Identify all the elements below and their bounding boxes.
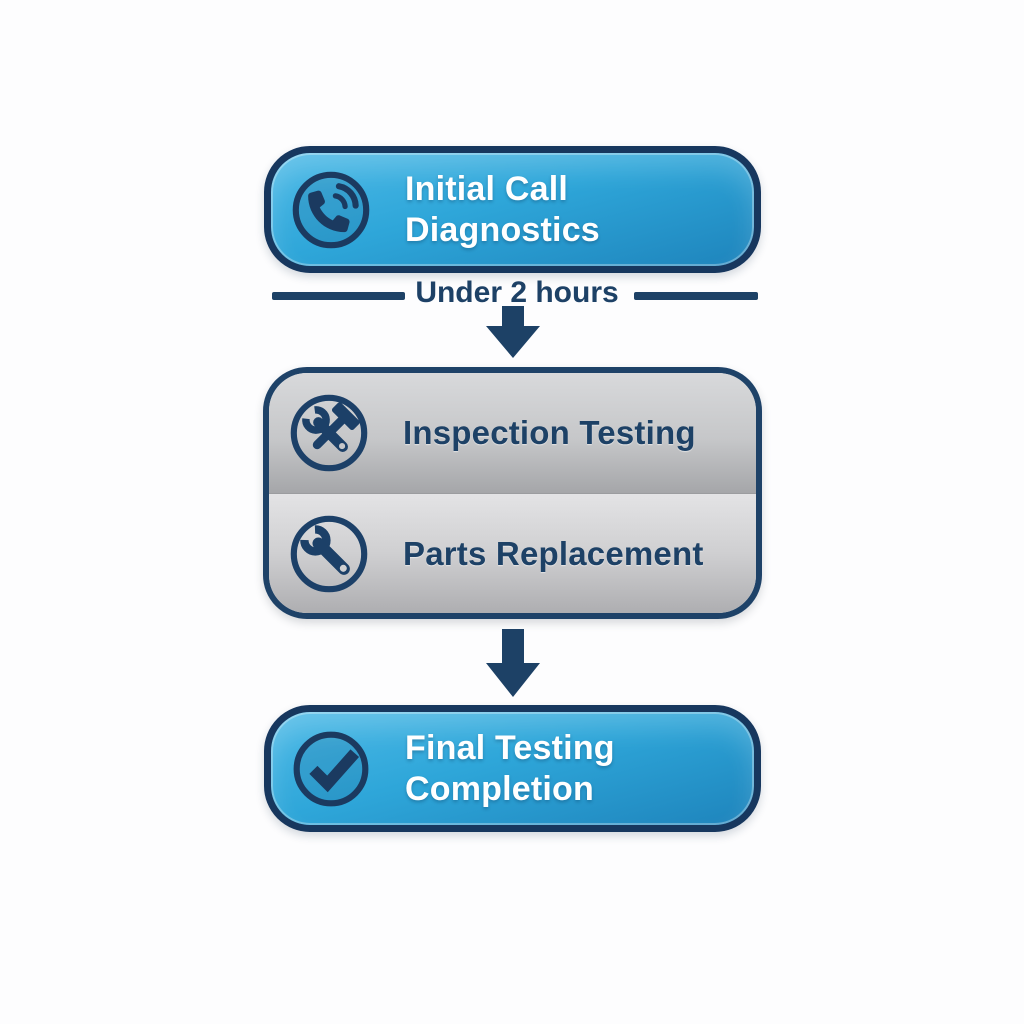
check-icon bbox=[293, 731, 369, 806]
step-inspection-testing: Inspection Testing bbox=[269, 373, 756, 493]
step-parts-replacement: Parts Replacement bbox=[269, 493, 756, 613]
step-label-line2: Diagnostics bbox=[405, 210, 600, 249]
step-label-line2: Completion bbox=[405, 769, 594, 808]
connector-line-left bbox=[272, 292, 405, 300]
down-arrow-icon bbox=[486, 629, 540, 697]
step-label: Final Testing Completion bbox=[405, 728, 615, 808]
connector-line-right bbox=[634, 292, 758, 300]
step-final-testing-completion: Final Testing Completion bbox=[264, 705, 761, 832]
down-arrow-icon bbox=[486, 306, 540, 358]
step-initial-call-diagnostics: Initial Call Diagnostics bbox=[264, 146, 761, 273]
step-label: Inspection Testing bbox=[403, 414, 696, 451]
tools-icon bbox=[290, 394, 368, 472]
step-label-line1: Initial Call bbox=[405, 170, 568, 209]
step-label-line1: Final Testing bbox=[405, 729, 615, 768]
step-label: Initial Call Diagnostics bbox=[405, 169, 600, 249]
step-label: Parts Replacement bbox=[403, 534, 704, 572]
wrench-icon bbox=[290, 515, 368, 592]
connector-label: Under 2 hours bbox=[415, 276, 619, 309]
step-group-inspection-parts: Inspection Testing Parts Replacement bbox=[263, 367, 762, 619]
phone-icon bbox=[292, 171, 370, 248]
